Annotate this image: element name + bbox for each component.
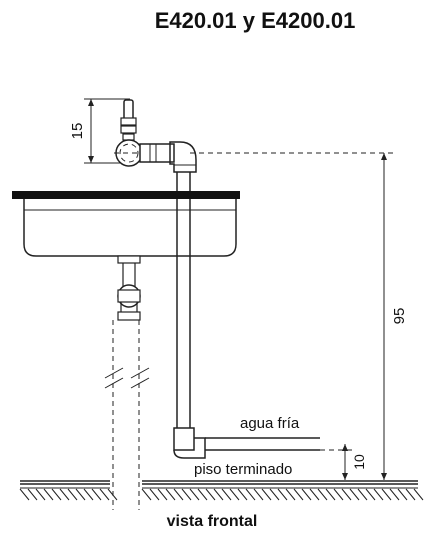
dimension-inlet-height: 95 bbox=[190, 152, 408, 480]
dimension-floor-offset: 10 bbox=[342, 444, 367, 480]
dimension-faucet-label: 15 bbox=[69, 123, 86, 140]
diagram-title: E420.01 y E4200.01 bbox=[155, 8, 356, 33]
label-agua-fria: agua fría bbox=[240, 415, 300, 432]
dimension-faucet-height: 15 bbox=[69, 98, 130, 164]
sink bbox=[12, 191, 240, 510]
diagram-caption: vista frontal bbox=[167, 513, 258, 530]
dimension-floor-label: 10 bbox=[351, 454, 367, 470]
faucet bbox=[114, 99, 197, 173]
dimension-inlet-label: 95 bbox=[391, 308, 408, 325]
label-piso-terminado: piso terminado bbox=[194, 461, 292, 478]
supply-pipe bbox=[173, 172, 356, 459]
floor bbox=[19, 480, 424, 501]
